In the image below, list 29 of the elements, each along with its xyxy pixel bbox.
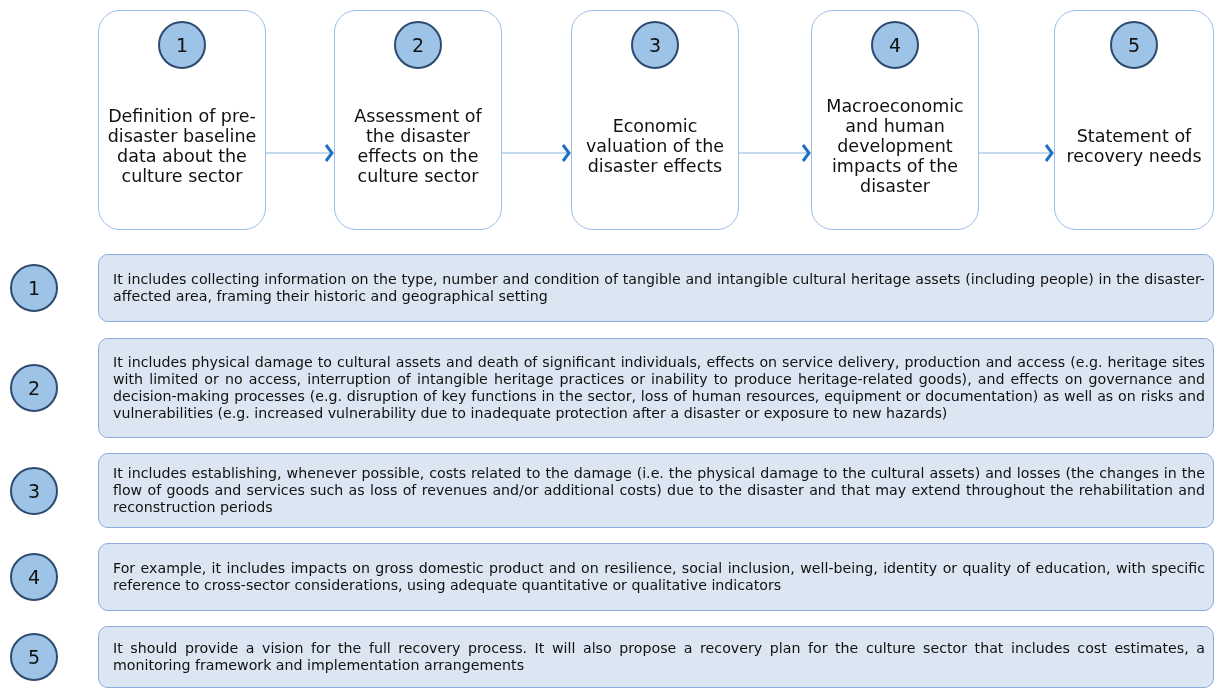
chevron-arrow — [978, 143, 1054, 163]
number-circle: 4 — [10, 553, 58, 601]
number-circle: 3 — [10, 466, 58, 515]
chevron-arrow — [265, 143, 334, 163]
description-box: For example, it includes impacts on gross domestic product and on resilience, social inclusion, well-being, identity or quality of education, with specific reference to cross-sector considerations, using adequate quantitative or qualitative indicators — [98, 543, 1214, 611]
description-box: It should provide a vision for the full recovery process. It will also propose a recovery plan for the culture sector that includes cost estimates, a monitoring framework and implementation arrangements — [98, 626, 1214, 688]
chevron-arrow — [738, 143, 811, 163]
description-box: It includes establishing, whenever possible, costs related to the damage (i.e. the physical damage to the cultural assets) and losses (the changes in the flow of goods and services such as loss of revenues and/or additional costs) due to the disaster and that may extend throughout the rehabilitation and reconstruction periods — [98, 453, 1214, 528]
description-box: It includes physical damage to cultural assets and death of significant individuals, effects on service delivery, production and access (e.g. heritage sites with limited or no access, interruption of intangible heritage practices or inability to produce heritage-related goods), and effects on governance and decision-making processes (e.g. disruption of key functions in the sector, loss of human resources, equipment or documentation) as well as on risks and vulnerabilities (e.g. increased vulnerability due to inadequate protection after a disaster or exposure to new hazards) — [98, 338, 1214, 438]
step-card — [571, 10, 739, 230]
chevron-arrow — [501, 143, 571, 163]
number-circle: 3 — [631, 21, 679, 69]
step-title: Statement of recovery needs — [1065, 126, 1203, 166]
number-circle: 2 — [10, 364, 58, 412]
number-circle: 1 — [10, 264, 58, 312]
number-circle: 1 — [158, 21, 206, 69]
step-card — [334, 10, 502, 230]
step-title: Macroeconomic and human development impacts of the disaster — [825, 96, 965, 196]
step-card — [811, 10, 979, 230]
number-circle: 2 — [394, 21, 442, 69]
number-circle: 5 — [1110, 21, 1158, 69]
description-box: It includes collecting information on the type, number and condition of tangible and intangible cultural heritage assets (including people) in the disaster-affected area, framing their historic and geographical setting — [98, 254, 1214, 322]
step-card — [1054, 10, 1214, 230]
step-card — [98, 10, 266, 230]
number-circle: 5 — [10, 633, 58, 681]
step-title: Assessment of the disaster effects on the culture sector — [353, 106, 483, 186]
step-title: Economic valuation of the disaster effects — [585, 116, 725, 176]
step-title: Definition of pre-disaster baseline data about the culture sector — [107, 106, 257, 186]
number-circle: 4 — [871, 21, 919, 69]
